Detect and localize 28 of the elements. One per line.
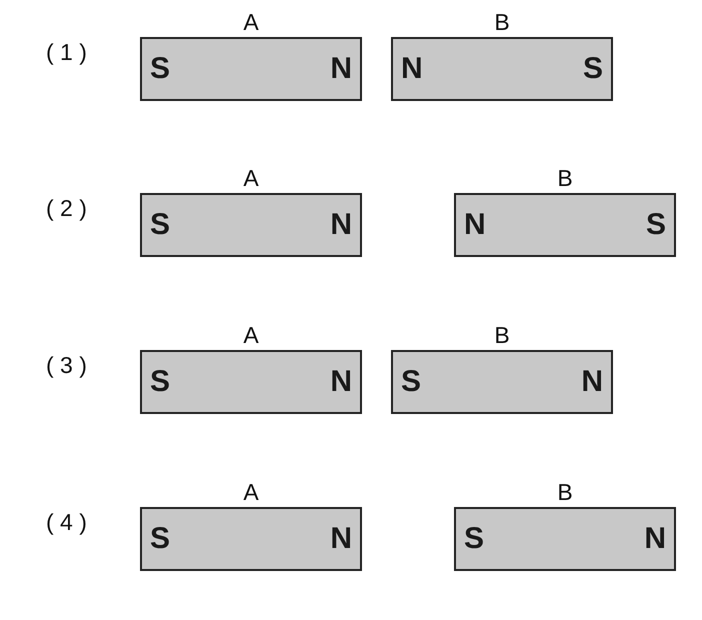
magnet-label: A <box>243 479 259 505</box>
row-number: ( 4 ) <box>46 509 87 535</box>
pole-label: N <box>401 52 423 86</box>
pole-label: N <box>464 208 486 242</box>
pole-label: S <box>150 52 170 86</box>
pole-label: S <box>150 208 170 242</box>
pole-label: S <box>150 365 170 399</box>
magnet-label: A <box>243 9 259 35</box>
magnet-label: A <box>243 322 259 348</box>
magnet-label: B <box>557 165 573 191</box>
pole-label: N <box>330 365 352 399</box>
row-number: ( 3 ) <box>46 352 87 378</box>
pole-label: N <box>581 365 603 399</box>
pole-label: S <box>646 208 666 242</box>
row-number: ( 2 ) <box>46 195 87 221</box>
pole-label: N <box>330 208 352 242</box>
pole-label: N <box>330 522 352 556</box>
pole-label: N <box>644 522 666 556</box>
magnet-label: B <box>494 9 510 35</box>
pole-label: S <box>464 522 484 556</box>
magnet-label: A <box>243 165 259 191</box>
pole-label: S <box>150 522 170 556</box>
magnet-label: B <box>557 479 573 505</box>
pole-label: S <box>582 52 603 86</box>
pole-label: S <box>401 365 422 399</box>
pole-label: N <box>330 52 352 86</box>
magnet-label: B <box>494 322 510 348</box>
row-number: ( 1 ) <box>46 39 87 65</box>
